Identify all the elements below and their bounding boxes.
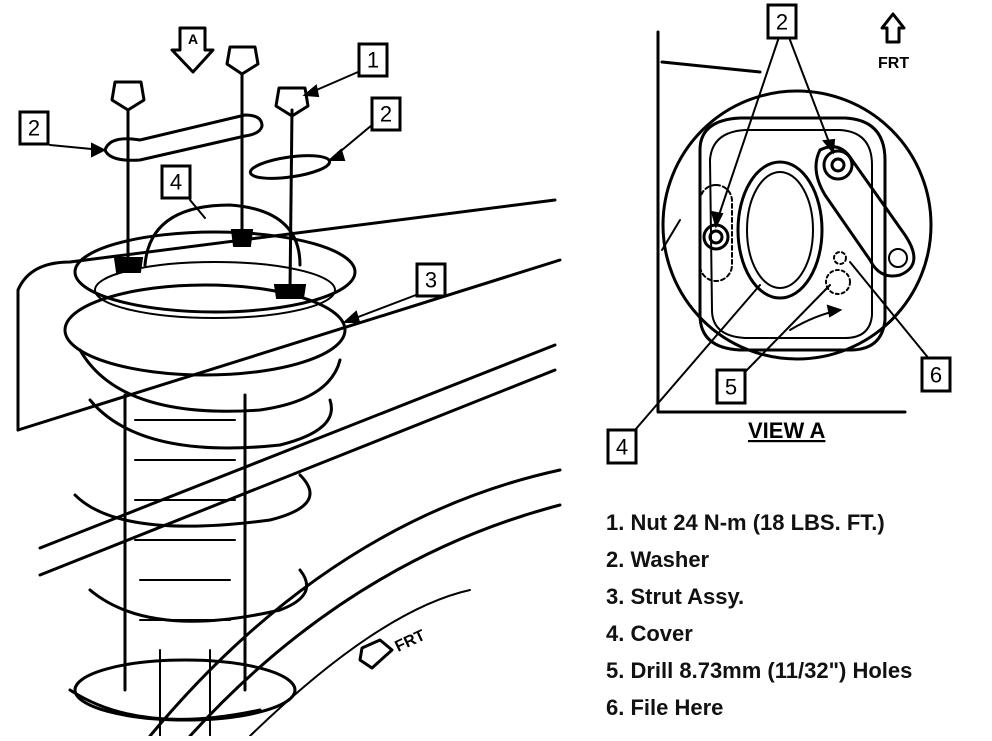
front-label-main: FRT	[393, 627, 429, 656]
svg-text:3: 3	[425, 268, 437, 293]
callout-main-cover: 4	[160, 164, 206, 219]
stud-base-icon	[230, 229, 254, 247]
strut-top-mount	[73, 203, 357, 319]
strut-body	[73, 393, 297, 737]
legend-item-strut: 3. Strut Assy.	[606, 584, 745, 609]
mount-studs	[113, 73, 307, 299]
view-a-illustration: 2 4 5 6 FRT VIEW A	[606, 3, 952, 465]
washers	[103, 113, 332, 180]
nuts	[110, 45, 310, 118]
legend-item-nut: 1. Nut 24 N-m (18 LBS. FT.)	[606, 510, 885, 535]
view-title: VIEW A	[748, 418, 826, 443]
callout-view-file: 6	[849, 261, 952, 393]
stud-base-icon	[113, 257, 144, 273]
callout-view-cover: 4	[606, 284, 761, 465]
callout-view-washer: 2	[710, 3, 836, 229]
front-marker-view: FRT	[878, 12, 909, 72]
svg-text:1: 1	[367, 48, 379, 73]
callout-main-washer-left: 2	[18, 110, 107, 158]
svg-text:4: 4	[616, 435, 628, 460]
legend-item-file: 6. File Here	[606, 695, 724, 720]
callout-main-strut: 3	[342, 262, 447, 323]
nut-icon	[225, 45, 260, 76]
main-illustration: A FRT 1 2 2 4	[16, 26, 562, 738]
legend-item-washer: 2. Washer	[606, 547, 710, 572]
nut-icon	[274, 86, 310, 118]
front-label-view: FRT	[878, 55, 909, 72]
svg-text:2: 2	[28, 116, 40, 141]
front-arrow-up-icon	[880, 12, 906, 44]
svg-text:2: 2	[380, 102, 392, 127]
svg-text:5: 5	[725, 375, 737, 400]
front-arrow-icon	[358, 638, 394, 670]
coil-spring	[63, 283, 347, 721]
legend-item-drill: 5. Drill 8.73mm (11/32") Holes	[606, 658, 913, 683]
callout-main-washer-right: 2	[327, 96, 402, 161]
nut-icon	[110, 80, 146, 112]
view-ref-letter: A	[188, 31, 198, 47]
washer-plate-icon	[103, 113, 264, 162]
stud-base-icon	[273, 284, 307, 299]
front-marker-main: FRT	[358, 627, 429, 670]
callout-view-drill: 5	[715, 284, 831, 405]
washer-oval-icon	[248, 154, 332, 180]
view-a-arrow-icon: A	[170, 26, 215, 74]
legend-item-cover: 4. Cover	[606, 621, 693, 646]
parts-legend: 1. Nut 24 N-m (18 LBS. FT.) 2. Washer 3.…	[606, 508, 912, 730]
svg-text:6: 6	[930, 363, 942, 388]
svg-text:2: 2	[776, 10, 788, 35]
callout-main-nut: 1	[302, 42, 389, 98]
svg-text:4: 4	[170, 170, 182, 195]
